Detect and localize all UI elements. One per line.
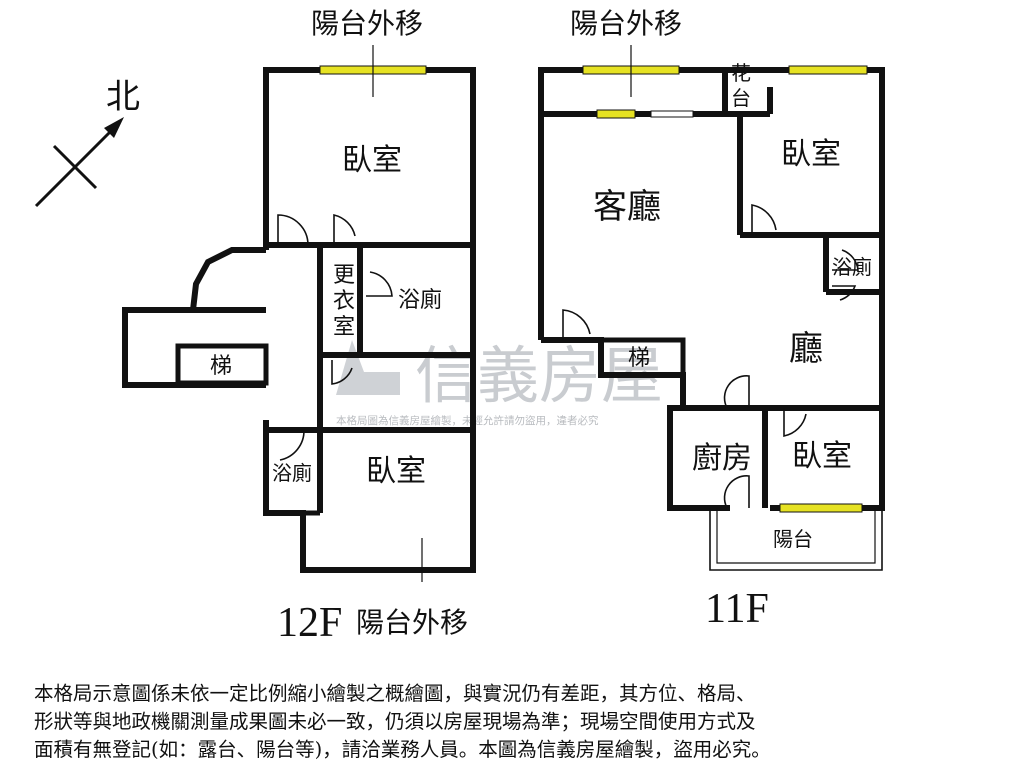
watermark-notice: 本格局圖為信義房屋繪製，未經允許請勿盜用，違者必究 bbox=[336, 414, 599, 427]
12f-closet-label-2: 衣 bbox=[333, 289, 355, 314]
12f-bath-left-label: 浴廁 bbox=[272, 461, 312, 485]
window-11f-se bbox=[779, 503, 863, 513]
doors-12f bbox=[274, 213, 393, 461]
walls-12f bbox=[122, 67, 476, 573]
disclaimer-note: 本格局示意圖係未依一定比例縮小繪製之概繪圖，與實況仍有差距，其方位、格局、 形狀… bbox=[34, 680, 1004, 764]
doors-11f bbox=[562, 204, 859, 509]
11f-bedroom-ne-label: 臥室 bbox=[781, 137, 841, 172]
11f-stairs-box bbox=[598, 337, 686, 378]
12f-stairs-label: 梯 bbox=[210, 354, 232, 379]
11f-planter-label-1: 花 bbox=[731, 61, 751, 85]
12f-closet-label-3: 室 bbox=[333, 315, 355, 340]
brand-logo-icon bbox=[336, 340, 400, 395]
disclaimer-line-1: 本格局示意圖係未依一定比例縮小繪製之概繪圖，與實況仍有差距，其方位、格局、 bbox=[34, 682, 756, 705]
floor-plan: 北 信義房屋 本格局圖為信義房屋繪製，未經允許請勿盜用，違者必究 bbox=[34, 7, 885, 646]
compass: 北 bbox=[34, 77, 140, 208]
12f-balcony-top-label: 陽台外移 bbox=[311, 7, 423, 40]
window-11f-ne bbox=[788, 65, 868, 75]
11f-balcony-top-label: 陽台外移 bbox=[570, 7, 682, 40]
disclaimer-line-2: 形狀等與地政機關測量成果圖未必一致，仍須以房屋現場為準；現場空間使用方式及 bbox=[34, 710, 756, 733]
11f-hall-label: 廳 bbox=[789, 329, 823, 369]
window-11f-inner bbox=[596, 109, 636, 119]
12f-balcony-bottom-label: 陽台外移 bbox=[356, 606, 468, 639]
12f-bedroom-bottom-label: 臥室 bbox=[366, 454, 426, 489]
11f-planter-label-2: 台 bbox=[731, 86, 751, 110]
11f-balcony-outline bbox=[709, 508, 883, 571]
11f-stairs-label: 梯 bbox=[628, 346, 650, 371]
11f-floor-label: 11F bbox=[705, 586, 769, 632]
sliding-door-11f bbox=[650, 110, 694, 118]
12f-closet-label-1: 更 bbox=[333, 263, 355, 288]
12f-floor-label: 12F bbox=[277, 600, 342, 646]
11f-living-room-label: 客廳 bbox=[593, 187, 661, 227]
11f-bath-label: 浴廁 bbox=[832, 255, 872, 279]
11f-bedroom-se-label: 臥室 bbox=[792, 439, 852, 474]
11f-kitchen-label: 廚房 bbox=[692, 441, 752, 476]
11f-balcony-label: 陽台 bbox=[773, 527, 813, 551]
north-label: 北 bbox=[106, 77, 140, 117]
disclaimer-line-3: 面積有無登記(如：露台、陽台等)，請洽業務人員。本圖為信義房屋繪製，盜用必究。 bbox=[34, 738, 771, 761]
12f-bedroom-top-label: 臥室 bbox=[342, 143, 402, 178]
12f-bath-right-label: 浴廁 bbox=[398, 288, 442, 313]
